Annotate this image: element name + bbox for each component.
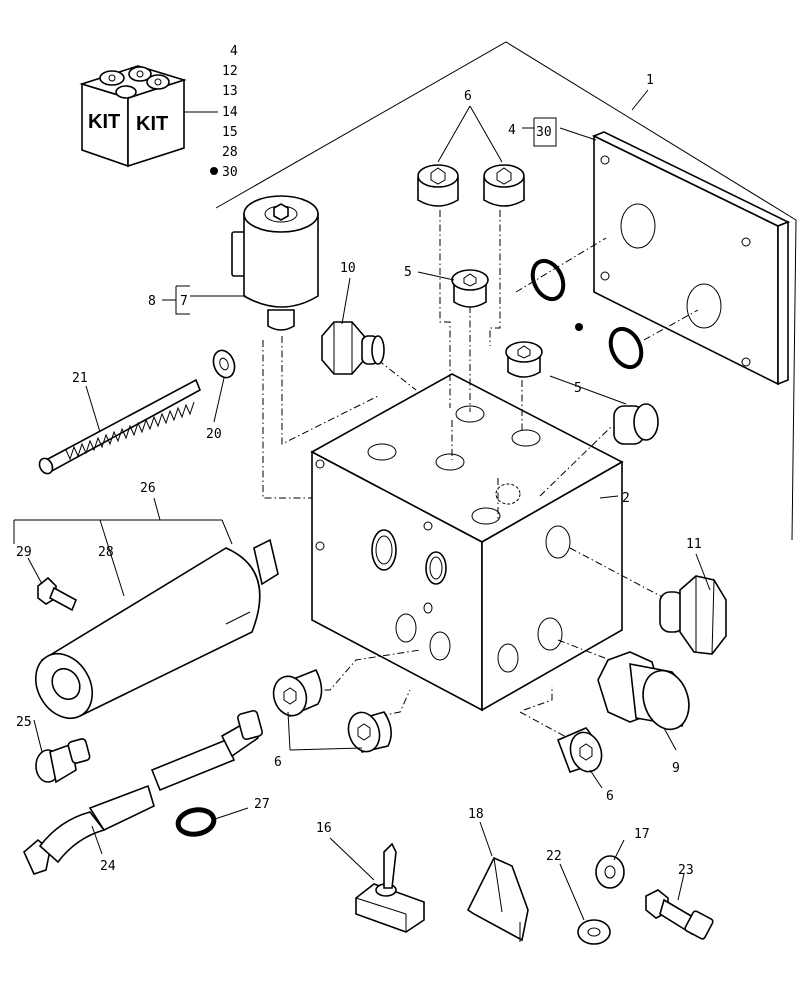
callout-label: 28 [98,545,114,560]
accumulator [34,538,279,719]
cover-plate [592,131,790,386]
callout-label: 5 [574,381,582,396]
leader-lines [13,105,711,921]
assembly-frame [215,41,797,541]
kit-item-label: 14 [222,105,238,120]
callout-label: 6 [464,89,472,104]
callout-label: 24 [100,859,116,874]
callout-label: 6 [606,789,614,804]
callout-label: 25 [16,715,32,730]
washer-22 [577,919,611,945]
plug-5-mid [505,341,543,378]
callout-label: 30 [536,125,552,140]
kit-items-list: 4 12 13 14 15 28 30 [210,44,238,180]
kit-item-label: 13 [222,84,238,99]
plug-6-bottom-right [556,727,603,774]
plug-5-side [613,403,659,445]
valve-block [310,373,624,712]
plug-6-bottom-mid [347,711,392,753]
kit-face-right-label: KIT [136,113,168,135]
toggle-switch-16 [355,842,425,933]
callout-label: 21 [72,371,88,386]
callout-label: 26 [140,481,156,496]
callout-label: 16 [316,821,332,836]
hex-plug-11 [659,575,727,655]
relief-plug-10 [321,321,385,375]
threaded-rod [38,378,202,475]
kit-bullet-icon [210,167,218,175]
callout-label: 23 [678,863,694,878]
o-rings [530,258,644,370]
callout-label: 20 [206,427,222,442]
callout-label: 5 [404,265,412,280]
plug-6-bottom-left [272,668,323,718]
callout-label: 11 [686,537,702,552]
kit-item-label: 4 [230,44,238,59]
callout-label: 9 [672,761,680,776]
callout-label: 6 [274,755,282,770]
washer-17 [595,855,625,889]
callout-label: 2 [622,491,630,506]
callout-label: 22 [546,849,562,864]
callout-label: 4 [508,123,516,138]
callout-label: 18 [468,807,484,822]
clamp-27 [175,807,217,837]
bolt-23 [645,889,714,940]
callout-label: 27 [254,797,270,812]
fitting-25 [35,738,91,784]
hose-24 [23,709,263,875]
callout-label: 10 [340,261,356,276]
kit-item-label: 30 [222,165,238,180]
kit-item-label: 15 [222,125,238,140]
hex-plug-9 [597,651,690,731]
plug-6-top-right [483,164,525,207]
center-lines [262,210,699,739]
plug-5-top [451,269,489,308]
kit-box-icon: KIT KIT [79,65,218,168]
callout-label: 7 [180,294,188,309]
solenoid-coil [231,195,319,331]
switch-guard-18 [466,856,529,942]
plug-6-top-left [417,164,459,207]
callout-labels: 1 2 4 30 5 5 6 6 6 7 8 9 10 11 16 17 18 … [16,73,702,878]
callout-label: 29 [16,545,32,560]
callout-label: 8 [148,294,156,309]
kit-item-label: 12 [222,64,238,79]
callout-label: 1 [646,73,654,88]
kit-face-left-label: KIT [88,111,120,133]
callout-label: 17 [634,827,650,842]
kit-item-label: 28 [222,145,238,160]
washer-20 [212,349,236,379]
bolt-29 [37,576,78,612]
